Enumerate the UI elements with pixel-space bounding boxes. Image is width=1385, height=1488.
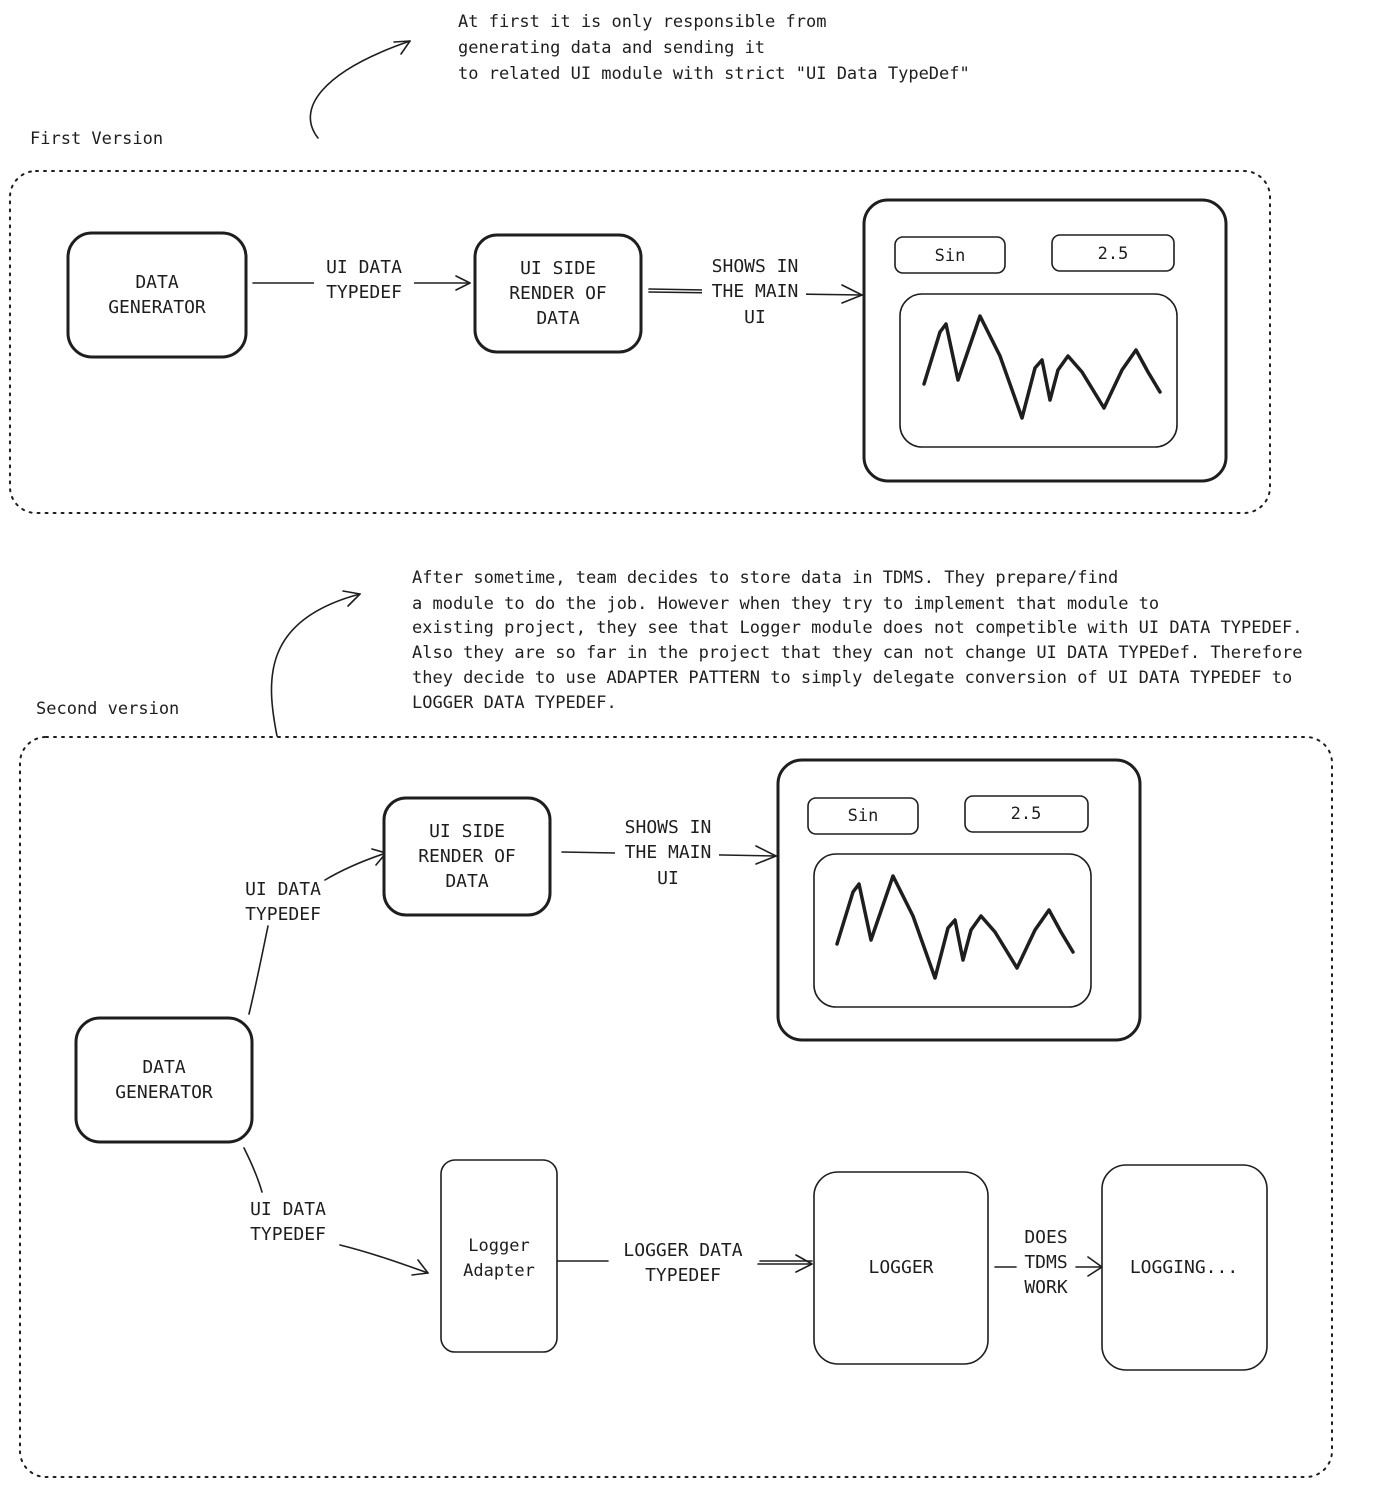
ui-render-label: UI SIDE	[429, 821, 505, 842]
second-version-note-line: Also they are so far in the project that…	[412, 643, 1302, 663]
data-generator-label: DATA	[142, 1057, 186, 1078]
first-version-note-line: to related UI module with strict "UI Dat…	[458, 64, 970, 84]
shows-edge: SHOWS IN THE MAIN UI	[561, 817, 777, 890]
ui-render-label: RENDER OF	[509, 283, 607, 304]
logger-adapter-node: Logger Adapter	[440, 1159, 558, 1353]
logging-label: LOGGING...	[1130, 1257, 1238, 1278]
tdms-edge: DOES TDMS WORK	[994, 1227, 1103, 1298]
edge-label: UI DATA	[250, 1199, 326, 1220]
first-version-section: First Version At first it is only respon…	[9, 12, 1271, 514]
signal-name-field	[894, 236, 1006, 274]
plot-area	[899, 293, 1178, 448]
edge-label: THE MAIN	[625, 842, 712, 863]
data-generator-node: DATA GENERATOR	[74, 1016, 254, 1144]
note-pointer-arrow	[309, 40, 411, 139]
second-version-note-line: they decide to use ADAPTER PATTERN to si…	[412, 668, 1292, 688]
logger-label: LOGGER	[868, 1257, 933, 1278]
first-version-note: At first it is only responsible from gen…	[458, 12, 970, 84]
edge-label: THE MAIN	[712, 281, 799, 302]
ui-render-node: UI SIDE RENDER OF DATA	[473, 233, 643, 354]
edge-label: TYPEDEF	[645, 1265, 721, 1286]
edge-label: UI DATA	[326, 257, 402, 278]
typedef-edge-lower: UI DATA TYPEDEF	[243, 1147, 429, 1276]
edge-label: WORK	[1024, 1277, 1068, 1298]
signal-value-field	[1051, 234, 1175, 272]
first-version-title: First Version	[30, 129, 163, 149]
second-version-section: Second version After sometime, team deci…	[19, 568, 1333, 1478]
edge-label: UI DATA	[245, 879, 321, 900]
edge-label: UI	[744, 307, 766, 328]
signal-name-value: Sin	[935, 246, 966, 266]
logging-node: LOGGING...	[1101, 1164, 1268, 1371]
data-generator-label: GENERATOR	[108, 297, 206, 318]
edge-label: SHOWS IN	[712, 256, 799, 277]
ui-render-label: DATA	[536, 308, 580, 329]
signal-value-text: 2.5	[1011, 804, 1042, 824]
logger-adapter-label: Adapter	[463, 1261, 535, 1281]
typedef-edge: UI DATA TYPEDEF	[252, 256, 471, 304]
second-version-note-line: existing project, they see that Logger m…	[412, 618, 1302, 638]
edge-label: SHOWS IN	[625, 817, 712, 838]
edge-label: LOGGER DATA	[623, 1240, 742, 1261]
signal-name-field	[807, 797, 919, 835]
data-generator-node: DATA GENERATOR	[66, 231, 248, 359]
data-generator-label: GENERATOR	[115, 1082, 213, 1103]
signal-value-field	[964, 795, 1089, 833]
second-version-note-line: After sometime, team decides to store da…	[412, 568, 1118, 588]
second-version-note: After sometime, team decides to store da…	[412, 568, 1313, 713]
ui-render-label: RENDER OF	[418, 846, 516, 867]
typedef-edge-upper: UI DATA TYPEDEF	[245, 848, 387, 1015]
edge-label: TYPEDEF	[326, 282, 402, 303]
second-version-title: Second version	[36, 699, 179, 719]
logger-typedef-edge: LOGGER DATA TYPEDEF	[556, 1240, 813, 1286]
logger-node: LOGGER	[813, 1171, 989, 1365]
plot-area	[813, 853, 1092, 1008]
main-ui-window: Sin 2.5	[776, 758, 1142, 1042]
edge-label: UI	[657, 868, 679, 889]
data-generator-label: DATA	[135, 272, 179, 293]
signal-name-value: Sin	[848, 806, 879, 826]
edge-label: TYPEDEF	[250, 1224, 326, 1245]
edge-label: DOES	[1024, 1227, 1067, 1248]
first-version-frame	[9, 170, 1271, 514]
second-version-note-line: LOGGER DATA TYPEDEF.	[412, 693, 617, 713]
ui-render-node: UI SIDE RENDER OF DATA	[382, 796, 552, 917]
first-version-note-line: At first it is only responsible from	[458, 12, 826, 32]
second-version-note-line: a module to do the job. However when the…	[412, 594, 1159, 614]
note-pointer-arrow	[270, 590, 361, 737]
signal-value-text: 2.5	[1098, 244, 1129, 264]
logger-adapter-label: Logger	[468, 1236, 529, 1256]
plot-waveform	[922, 314, 1162, 420]
shows-edge: SHOWS IN THE MAIN UI	[648, 255, 863, 328]
second-version-frame	[19, 736, 1333, 1478]
ui-render-label: DATA	[445, 871, 489, 892]
first-version-note-line: generating data and sending it	[458, 38, 765, 58]
edge-label: TDMS	[1024, 1252, 1067, 1273]
main-ui-window: Sin 2.5	[862, 198, 1228, 483]
edge-label: TYPEDEF	[245, 904, 321, 925]
ui-render-label: UI SIDE	[520, 258, 596, 279]
plot-waveform	[835, 874, 1075, 980]
